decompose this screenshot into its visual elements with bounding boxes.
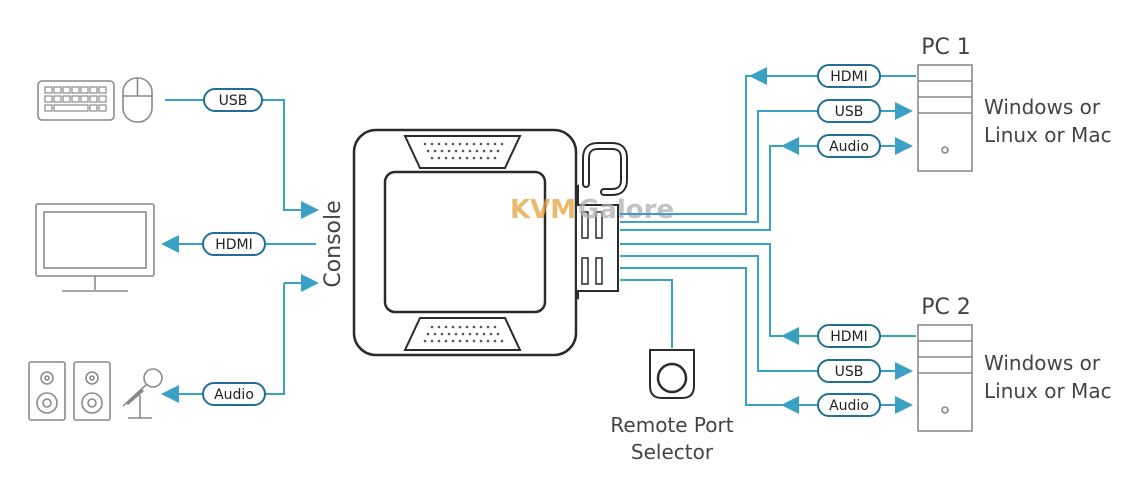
audio-console-label: Audio [214, 387, 254, 403]
pc2-hdmi-line [620, 243, 916, 337]
pc2-audio-pill: Audio [817, 393, 881, 417]
usb-console-line [165, 99, 319, 219]
pc1-audio-pill: Audio [817, 134, 881, 158]
console-label: Console [321, 200, 346, 287]
hdmi-console-pill: HDMI [202, 232, 266, 256]
pc2-tower-icon [917, 324, 973, 432]
top-grill-dots [423, 142, 504, 160]
pc2-os-line1: Windows or [984, 351, 1101, 375]
pc1-usb-label: USB [835, 104, 864, 120]
pc2-hdmi-pill: HDMI [817, 324, 881, 348]
pc2-hdmi-label: HDMI [830, 329, 868, 345]
remote-line [620, 279, 673, 348]
watermark-galore: Galore [578, 195, 674, 225]
remote-selector-label-line2: Selector [631, 440, 714, 464]
pc2-usb-label: USB [835, 364, 864, 380]
pc2-os-line2: Linux or Mac [984, 379, 1112, 403]
pc2-usb-pill: USB [817, 359, 881, 383]
pc1-label: PC 1 [921, 35, 971, 60]
mouse-icon [122, 77, 153, 123]
watermark: KVM Galore [510, 195, 674, 225]
usb-console-label: USB [219, 93, 248, 109]
pc1-os-line1: Windows or [984, 95, 1101, 119]
audio-console-line [161, 283, 285, 403]
remote-selector-label-line1: Remote Port [610, 413, 733, 437]
kvm-switch-device [352, 128, 628, 357]
remote-port-selector-icon [649, 349, 695, 399]
pc1-os-line2: Linux or Mac [984, 123, 1112, 147]
pc1-hdmi-label: HDMI [830, 69, 868, 85]
pc2-audio-label: Audio [829, 398, 869, 414]
audio-console-pill: Audio [202, 382, 266, 406]
keyboard-icon [37, 80, 115, 121]
pc1-usb-pill: USB [817, 99, 881, 123]
hdmi-console-label: HDMI [215, 237, 253, 253]
monitor-icon [35, 203, 155, 292]
speaker-icon [28, 361, 111, 421]
pc1-audio-label: Audio [829, 139, 869, 155]
bottom-grill-dots [423, 325, 504, 343]
microphone-icon [122, 368, 163, 419]
usb-console-pill: USB [203, 88, 263, 112]
pc2-label: PC 2 [921, 295, 971, 320]
pc1-hdmi-pill: HDMI [817, 64, 881, 88]
watermark-kvm: KVM [510, 195, 576, 225]
pc1-tower-icon [917, 64, 973, 172]
